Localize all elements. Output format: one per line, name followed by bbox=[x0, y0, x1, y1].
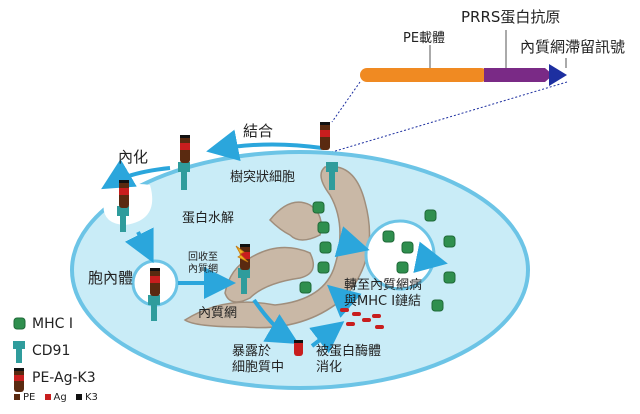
er-label: 內質網 bbox=[198, 306, 238, 321]
peptide-fragments bbox=[340, 308, 384, 329]
cell-label: 樹突狀細胞 bbox=[230, 170, 296, 185]
legend-pe-swatch bbox=[14, 394, 20, 400]
internalization-label: 內化 bbox=[118, 148, 149, 166]
exposure-arrow bbox=[252, 298, 299, 345]
proteolysis-icon bbox=[235, 245, 249, 263]
endosome-label: 胞內體 bbox=[88, 269, 134, 287]
legend-cd91-icon bbox=[13, 341, 25, 363]
legend-pe: PE bbox=[23, 392, 36, 403]
construct-bar bbox=[360, 30, 567, 86]
pe-ag-k3-ligands bbox=[119, 122, 330, 356]
proteasome-label: 被蛋白酶體 消化 bbox=[316, 344, 382, 376]
return-er-label: 回收至 內質網 bbox=[188, 252, 218, 275]
antigen-label: PRRS蛋白抗原 bbox=[461, 8, 561, 26]
legend-parts: PE Ag K3 bbox=[8, 392, 98, 403]
internalization-arrow bbox=[101, 159, 171, 190]
antigen-segment bbox=[484, 68, 553, 82]
legend-k3-swatch bbox=[75, 394, 82, 400]
er-signal-label: 內質網滯留訊號 bbox=[520, 38, 626, 56]
legend-mhc: MHC I bbox=[32, 316, 73, 332]
legend-ligand-icon bbox=[14, 368, 24, 392]
legend-ag-swatch bbox=[44, 394, 51, 400]
er-signal-segment bbox=[549, 64, 567, 86]
proteasome-arrow bbox=[309, 321, 345, 354]
er-to-vesicle-arrow bbox=[334, 226, 370, 258]
binding-label: 結合 bbox=[243, 122, 274, 140]
pe-segment bbox=[360, 68, 488, 82]
cd91-receptors bbox=[117, 162, 338, 321]
pe-label: PE載體 bbox=[403, 31, 446, 46]
binding-arrow bbox=[206, 129, 323, 162]
proteolysis-label: 蛋白水解 bbox=[182, 211, 235, 226]
er-mhc-arrow bbox=[327, 284, 362, 318]
exposure-label: 暴露於 細胞質中 bbox=[232, 344, 285, 376]
vesicle-to-surface-arrow bbox=[413, 241, 448, 273]
legend-ag: Ag bbox=[53, 392, 67, 403]
legend-cd91: CD91 bbox=[32, 343, 71, 359]
mhc-i-molecules bbox=[13, 201, 456, 330]
legend-ligand: PE-Ag-K3 bbox=[32, 370, 96, 386]
endosome-arrow bbox=[124, 227, 154, 264]
er-mhc-label: 轉至內質網病 與MHC I鏈結 bbox=[344, 278, 423, 310]
legend-k3: K3 bbox=[84, 392, 98, 403]
